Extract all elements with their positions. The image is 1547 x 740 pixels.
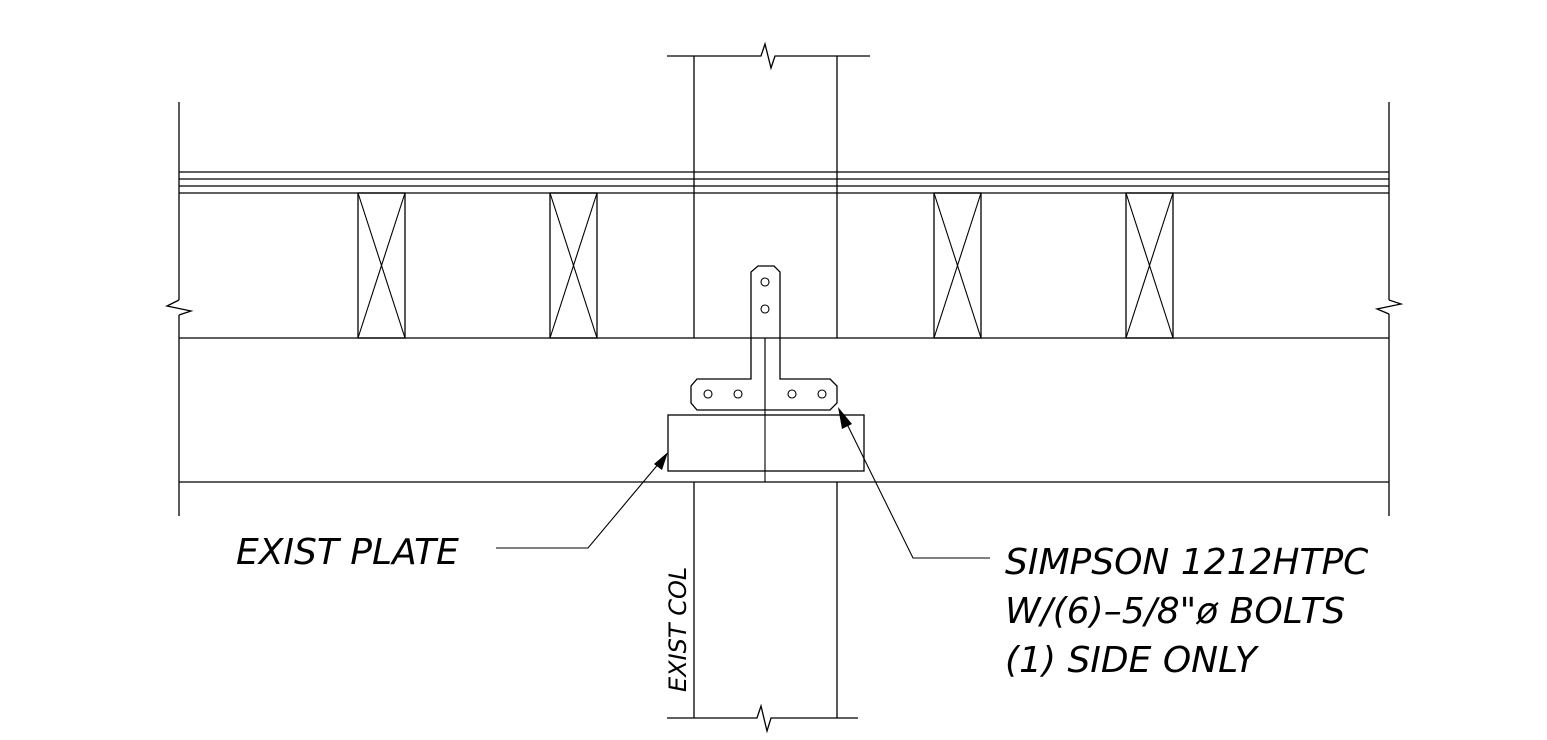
exist-plate-label: EXIST PLATE (236, 532, 459, 573)
strap-bolt-hole (703, 389, 713, 399)
blocking (357, 192, 1174, 339)
strap-bolt-hole (760, 304, 770, 314)
strap-bolt-hole (787, 389, 797, 399)
leader-strap (838, 407, 990, 559)
strap-bolt-hole (760, 277, 770, 287)
blocking-4 (1125, 192, 1174, 339)
lower-column (667, 482, 858, 734)
blocking-1 (357, 192, 406, 339)
exist-plate (667, 414, 865, 472)
strap-callout-line2: W/(6)–5/8"ø BOLTS (1005, 591, 1345, 632)
upper-break-line (667, 41, 870, 71)
strap-callout-line1: SIMPSON 1212HTPC (1005, 542, 1369, 583)
upper-column (667, 41, 870, 338)
top-plates (179, 171, 1389, 194)
wall-edges (165, 102, 1404, 516)
strap-callout-line3: (1) SIDE ONLY (1005, 640, 1260, 681)
blocking-3 (933, 192, 982, 339)
t-strap (690, 265, 838, 411)
strap-bolt-hole (733, 389, 743, 399)
leader-plate (496, 452, 668, 549)
blocking-2 (549, 192, 598, 339)
strap-bolt-hole (817, 389, 827, 399)
exist-col-label: EXIST COL (664, 567, 692, 692)
lower-break-line (667, 703, 858, 734)
